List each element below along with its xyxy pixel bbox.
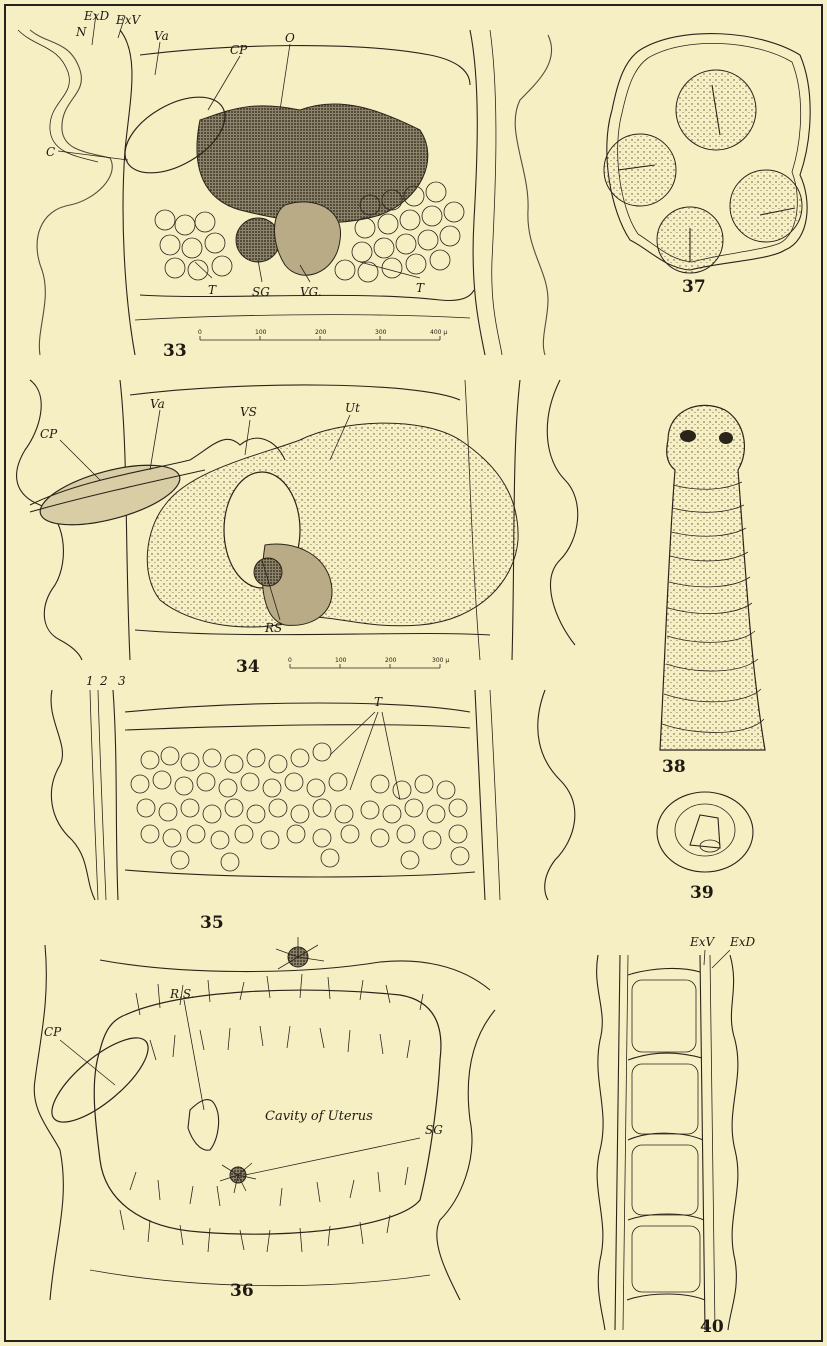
fig34-label-rs: RS: [264, 621, 282, 635]
fig34-scale-tick-0: 0: [288, 657, 292, 664]
fig34-shell-gland: [254, 558, 282, 586]
fig34-label-va: Va: [150, 397, 165, 411]
fig35-label-2: 2: [99, 674, 108, 688]
fig38-sucker-left: [680, 430, 696, 442]
fig33-label-n: N: [75, 25, 87, 39]
fig36-number: 36: [230, 1281, 254, 1301]
fig33-scale-tick-1: 100: [255, 329, 267, 336]
figure-38: 38: [660, 405, 765, 777]
testes-left: [155, 210, 232, 280]
fig34-number: 34: [236, 657, 260, 677]
fig34-scale-tick-2: 200: [385, 657, 397, 664]
fig33-label-exd: ExD: [83, 9, 110, 23]
figure-33: ExD ExV N Va CP O C T SG VG. T 0 100 200…: [18, 9, 552, 361]
fig33-label-t-left: T: [208, 283, 217, 297]
fig33-label-vg: VG.: [300, 285, 322, 299]
figure-39: 39: [657, 792, 753, 903]
fig33-label-o: O: [285, 31, 295, 45]
vitelline-gland: [274, 202, 340, 275]
fig33-label-cp: CP: [230, 43, 248, 57]
fig34-scale-bar: 0 100 200 300 μ: [288, 657, 449, 668]
fig37-number: 37: [682, 277, 706, 297]
fig33-scale-bar: 0 100 200 300 400 μ: [198, 329, 447, 340]
figure-37: 37: [604, 34, 810, 297]
fig36-label-sg: SG: [425, 1123, 443, 1137]
fig36-label-cavity-of-uterus: Cavity of Uterus: [265, 1109, 373, 1124]
fig35-label-3: 3: [118, 674, 126, 688]
fig36-label-cp: CP: [44, 1025, 62, 1039]
fig33-scale-tick-4: 400 μ: [430, 329, 447, 336]
fig33-number: 33: [163, 341, 187, 361]
fig33-scale-tick-3: 300: [375, 329, 387, 336]
fig40-number: 40: [700, 1317, 724, 1337]
fig34-scale-tick-1: 100: [335, 657, 347, 664]
fig34-label-ut: Ut: [345, 401, 360, 415]
fig33-scale-tick-0: 0: [198, 329, 202, 336]
fig35-number: 35: [200, 913, 224, 933]
fig35-label-1: 1: [86, 674, 94, 688]
fig38-number: 38: [662, 757, 686, 777]
fig33-scale-tick-2: 200: [315, 329, 327, 336]
fig40-label-exv: ExV: [689, 935, 716, 949]
shell-gland: [236, 218, 280, 262]
fig34-label-cp: CP: [40, 427, 58, 441]
fig35-label-t: T: [374, 695, 383, 709]
fig33-label-t-right: T: [416, 281, 425, 295]
fig37-sucker-left: [604, 134, 676, 206]
fig33-label-exv: ExV: [115, 13, 142, 27]
fig34-label-vs: VS: [240, 405, 257, 419]
fig36-label-rs: R.S.: [169, 987, 194, 1001]
figure-36: R.S. CP Cavity of Uterus SG 36: [34, 937, 495, 1301]
figure-34: CP Va VS Ut RS 0 100 200 300 μ 34: [17, 380, 578, 677]
fig33-label-c: C: [46, 145, 55, 159]
fig33-label-sg: SG: [252, 285, 270, 299]
figure-35: 1 2 3 T 35: [51, 674, 575, 933]
fig40-label-exd: ExD: [729, 935, 756, 949]
fig35-testes: [131, 743, 469, 871]
fig38-sucker-right: [719, 432, 733, 444]
fig34-scale-tick-3: 300 μ: [432, 657, 449, 664]
fig33-label-va: Va: [154, 29, 169, 43]
fig36-cirrus-pouch: [40, 1025, 160, 1136]
fig39-number: 39: [690, 883, 714, 903]
fig37-sucker-right: [730, 170, 802, 242]
figure-40: ExV ExD 40: [597, 935, 756, 1337]
